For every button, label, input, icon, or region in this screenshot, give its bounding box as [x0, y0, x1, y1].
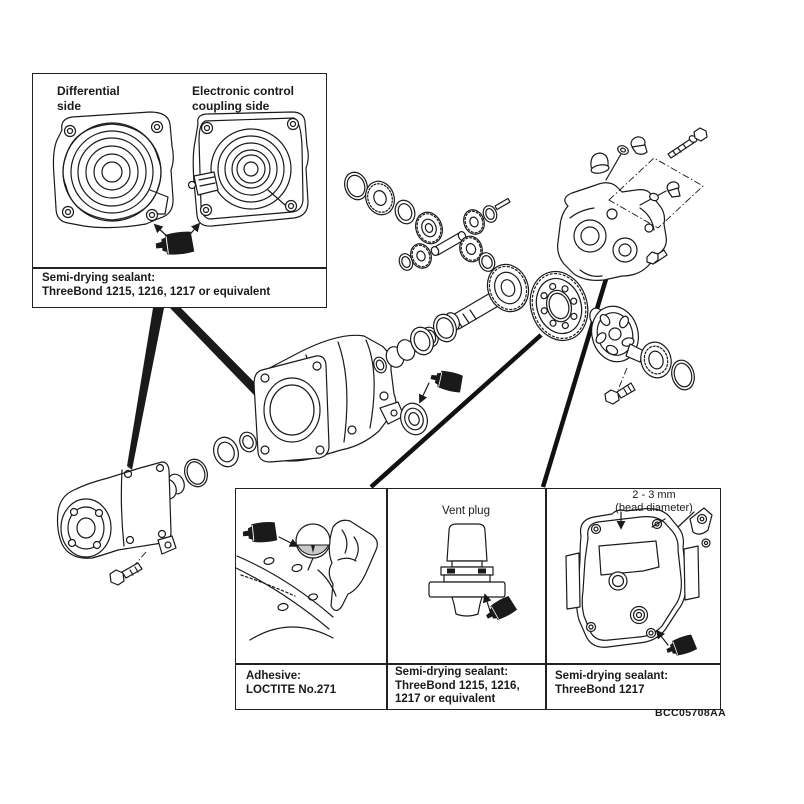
callout-leader-wedge	[170, 308, 263, 397]
ring-gear-adhesive-drawing	[235, 519, 378, 641]
panel3-caption: Semi-drying sealant: ThreeBond 1217	[555, 670, 669, 696]
arrow	[185, 222, 201, 240]
sealant-tube-icon	[663, 633, 698, 660]
differential-case-drawing	[589, 305, 695, 405]
coupling-side-housing-drawing	[187, 111, 309, 227]
differential-gear-set-drawing	[344, 171, 511, 272]
rear-cover-drawing	[565, 507, 713, 648]
bottom-callout-divider-1	[386, 488, 388, 710]
ring-gear-drawing	[529, 271, 589, 341]
coupling-bolts-drawing	[590, 127, 708, 229]
panel1-caption: Adhesive: LOCTITE No.271	[246, 670, 337, 696]
sealant-tube-icon	[428, 367, 465, 395]
bottom-callout-box	[235, 488, 721, 710]
gear-carrier-drawing	[253, 334, 405, 463]
differential-side-label: Differential side	[57, 84, 120, 113]
bottom-callout-caption-divider	[235, 663, 721, 665]
bottom-callout-divider-2	[545, 488, 547, 710]
callout-leader-line	[369, 333, 543, 489]
coupling-housing-drawing	[557, 182, 668, 281]
arrow	[419, 382, 430, 404]
coupling-cover-drawing	[56, 431, 257, 586]
sealant-tube-icon	[241, 520, 278, 545]
arrow	[482, 593, 492, 612]
arrow	[153, 223, 171, 240]
sealant-tube-icon	[482, 594, 518, 625]
pinion-spacer-seal-drawing	[373, 326, 434, 374]
panel2-caption: Semi-drying sealant: ThreeBond 1215, 121…	[395, 666, 520, 705]
callout-leader-wedge	[127, 308, 164, 470]
oil-seal-drawing	[400, 402, 428, 436]
drive-pinion-drawing	[421, 263, 530, 348]
arrow	[278, 536, 299, 547]
sealant-tube-icon	[154, 230, 195, 258]
coupling-side-label: Electronic control coupling side	[192, 84, 295, 113]
top-callout-caption-divider	[32, 267, 327, 269]
top-callout-box	[32, 73, 327, 308]
vent-plug-label: Vent plug	[442, 505, 490, 517]
top-callout-caption: Semi-drying sealant: ThreeBond 1215, 121…	[42, 272, 271, 298]
figure-code: BCC05708AA	[655, 707, 727, 719]
bead-diameter-label: 2 - 3 mm (bead diameter)	[615, 489, 693, 514]
vent-plug-drawing	[428, 523, 506, 617]
arrow	[655, 629, 669, 646]
differential-side-housing-drawing	[52, 111, 174, 229]
